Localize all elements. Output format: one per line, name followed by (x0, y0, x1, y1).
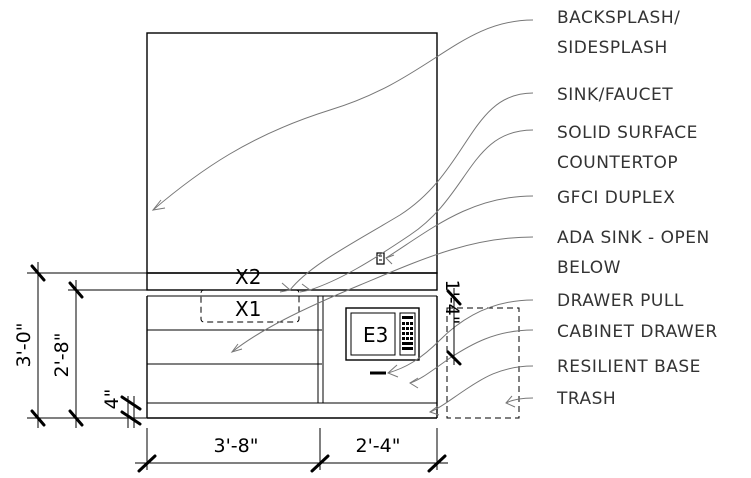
dim-counter-height: 2'-8" (51, 280, 147, 428)
callout-backsplash: BACKSPLASH/ (557, 8, 680, 28)
dim-cabinet-width-text: 2'-4" (356, 435, 401, 457)
callout-ada-sink: ADA SINK - OPEN (557, 228, 710, 248)
countertop (146, 272, 438, 291)
callout-resilient-base: RESILIENT BASE (557, 357, 701, 377)
dim-overall-height: 3'-0" (13, 262, 147, 428)
dim-overall-height-text: 3'-0" (13, 323, 35, 368)
microwave-keypad-buttons (402, 316, 413, 350)
callout-trash: TRASH (556, 389, 616, 409)
gfci-duplex-icon (376, 252, 385, 265)
microwave-window (350, 312, 396, 356)
callout-solid-surface: SOLID SURFACE (557, 123, 698, 143)
microwave-keypad (399, 312, 416, 356)
leader-lines (152, 19, 534, 413)
callout-below: BELOW (557, 258, 621, 278)
dim-trash-height-text: 1'-4" (441, 280, 463, 325)
dim-base-height: 4" (101, 389, 142, 428)
trash-outline (446, 307, 520, 419)
callout-sidesplash: SIDESPLASH (557, 38, 668, 58)
tag-x2: X2 (235, 265, 261, 289)
dim-widths: 3'-8" 2'-4" (135, 428, 448, 473)
tag-e3: E3 (363, 323, 388, 347)
callout-labels: BACKSPLASH/ SIDESPLASH SINK/FAUCET SOLID… (556, 8, 718, 409)
leader-arrowheads (151, 199, 516, 416)
tag-x1: X1 (235, 297, 261, 321)
callout-drawer-pull: DRAWER PULL (557, 291, 684, 311)
dim-trash-height: 1'-4" (441, 280, 463, 366)
callout-gfci-duplex: GFCI DUPLEX (557, 188, 675, 208)
microwave (345, 307, 420, 361)
callout-sink-faucet: SINK/FAUCET (557, 85, 673, 105)
callout-cabinet-drawer: CABINET DRAWER (557, 322, 718, 342)
dim-base-height-text: 4" (101, 389, 123, 410)
ada-sink-outline (200, 289, 300, 323)
callout-countertop: COUNTERTOP (557, 153, 678, 173)
dim-sink-width-text: 3'-8" (214, 435, 259, 457)
backsplash-panel (146, 32, 438, 274)
dim-counter-height-text: 2'-8" (51, 333, 73, 378)
